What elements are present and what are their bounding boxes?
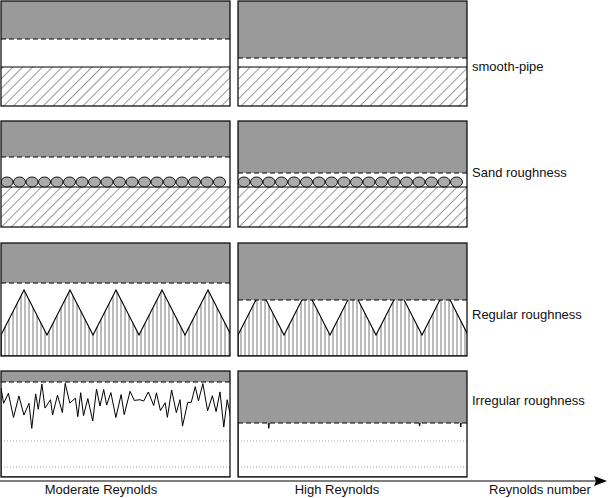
sand-panel bbox=[1, 121, 230, 227]
axis-line bbox=[0, 480, 596, 481]
regular-panel bbox=[1, 243, 277, 356]
axis-arrowhead bbox=[594, 476, 607, 486]
row-label: smooth-pipe bbox=[472, 60, 544, 74]
smooth-panel bbox=[1, 1, 230, 106]
row-label: Regular roughness bbox=[472, 308, 582, 322]
irregular-panel bbox=[238, 371, 473, 477]
axis-label: High Reynolds bbox=[295, 483, 380, 497]
regular-panel bbox=[238, 243, 514, 356]
sand-panel bbox=[238, 121, 467, 227]
axis-label: Reynolds number bbox=[489, 483, 591, 497]
smooth-panel bbox=[238, 1, 467, 106]
row-label: Irregular roughness bbox=[472, 394, 585, 408]
irregular-panel bbox=[1, 371, 236, 477]
row-label: Sand roughness bbox=[472, 166, 567, 180]
axis-label: Moderate Reynolds bbox=[45, 483, 158, 497]
